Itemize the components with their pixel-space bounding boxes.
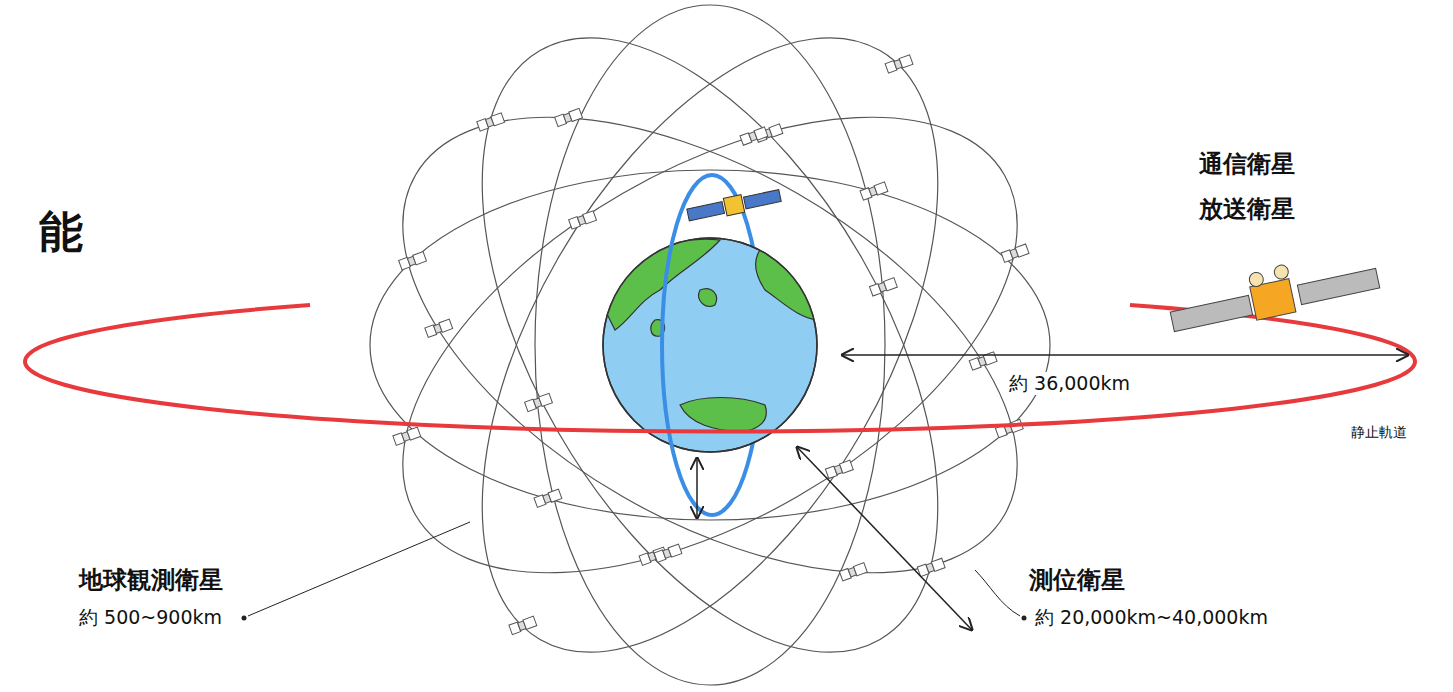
observation-satellite (686, 187, 782, 224)
positioning-satellite (399, 252, 427, 270)
leo-distance-arrow (696, 458, 698, 518)
positioning-satellite (477, 113, 505, 131)
positioning-satellite (860, 182, 888, 200)
positioning-satellite (639, 547, 667, 565)
orbit-name: 静止軌道 (1348, 424, 1410, 441)
positioning-satellite (569, 211, 597, 229)
positioning-satellite (1001, 244, 1029, 262)
satellite-name: 放送衛星 (1196, 195, 1298, 224)
satellite-name: 地球観測衛星 (76, 566, 226, 595)
leader-dot (1022, 616, 1027, 621)
distance-label: 約 20,000km~40,000km (1032, 606, 1271, 629)
positioning-satellite (393, 427, 421, 445)
positioning-satellite (755, 124, 783, 142)
positioning-satellite (740, 127, 768, 145)
positioning-satellite (525, 393, 553, 411)
positioning-satellite (509, 616, 537, 634)
polar-orbit-front (662, 175, 712, 515)
positioning-satellite (825, 460, 853, 478)
positioning-satellite (839, 563, 867, 581)
positioning-satellite (654, 544, 682, 562)
geo-distance-arrow (842, 354, 1408, 356)
leader-line (248, 522, 470, 616)
cut-heading: 能 (36, 206, 86, 259)
positioning-satellite (555, 108, 583, 126)
leader-line (975, 570, 1020, 616)
leader-dot (242, 616, 247, 621)
positioning-satellite (995, 419, 1023, 437)
satellite-name: 測位衛星 (1026, 566, 1128, 595)
communication-satellite (1165, 246, 1381, 338)
positioning-satellite (425, 319, 453, 337)
positioning-satellites (393, 55, 1029, 635)
positioning-orbits (328, 0, 1092, 692)
distance-label: 約 500~900km (76, 606, 225, 629)
positioning-satellite (917, 558, 945, 576)
earth (600, 238, 820, 452)
distance-label: 約 36,000km (1006, 372, 1133, 395)
positioning-satellite (885, 55, 913, 73)
positioning-satellite (869, 278, 897, 296)
positioning-satellite (534, 489, 562, 507)
gnss-distance-arrow (797, 447, 972, 630)
satellite-name: 通信衛星 (1196, 150, 1298, 179)
